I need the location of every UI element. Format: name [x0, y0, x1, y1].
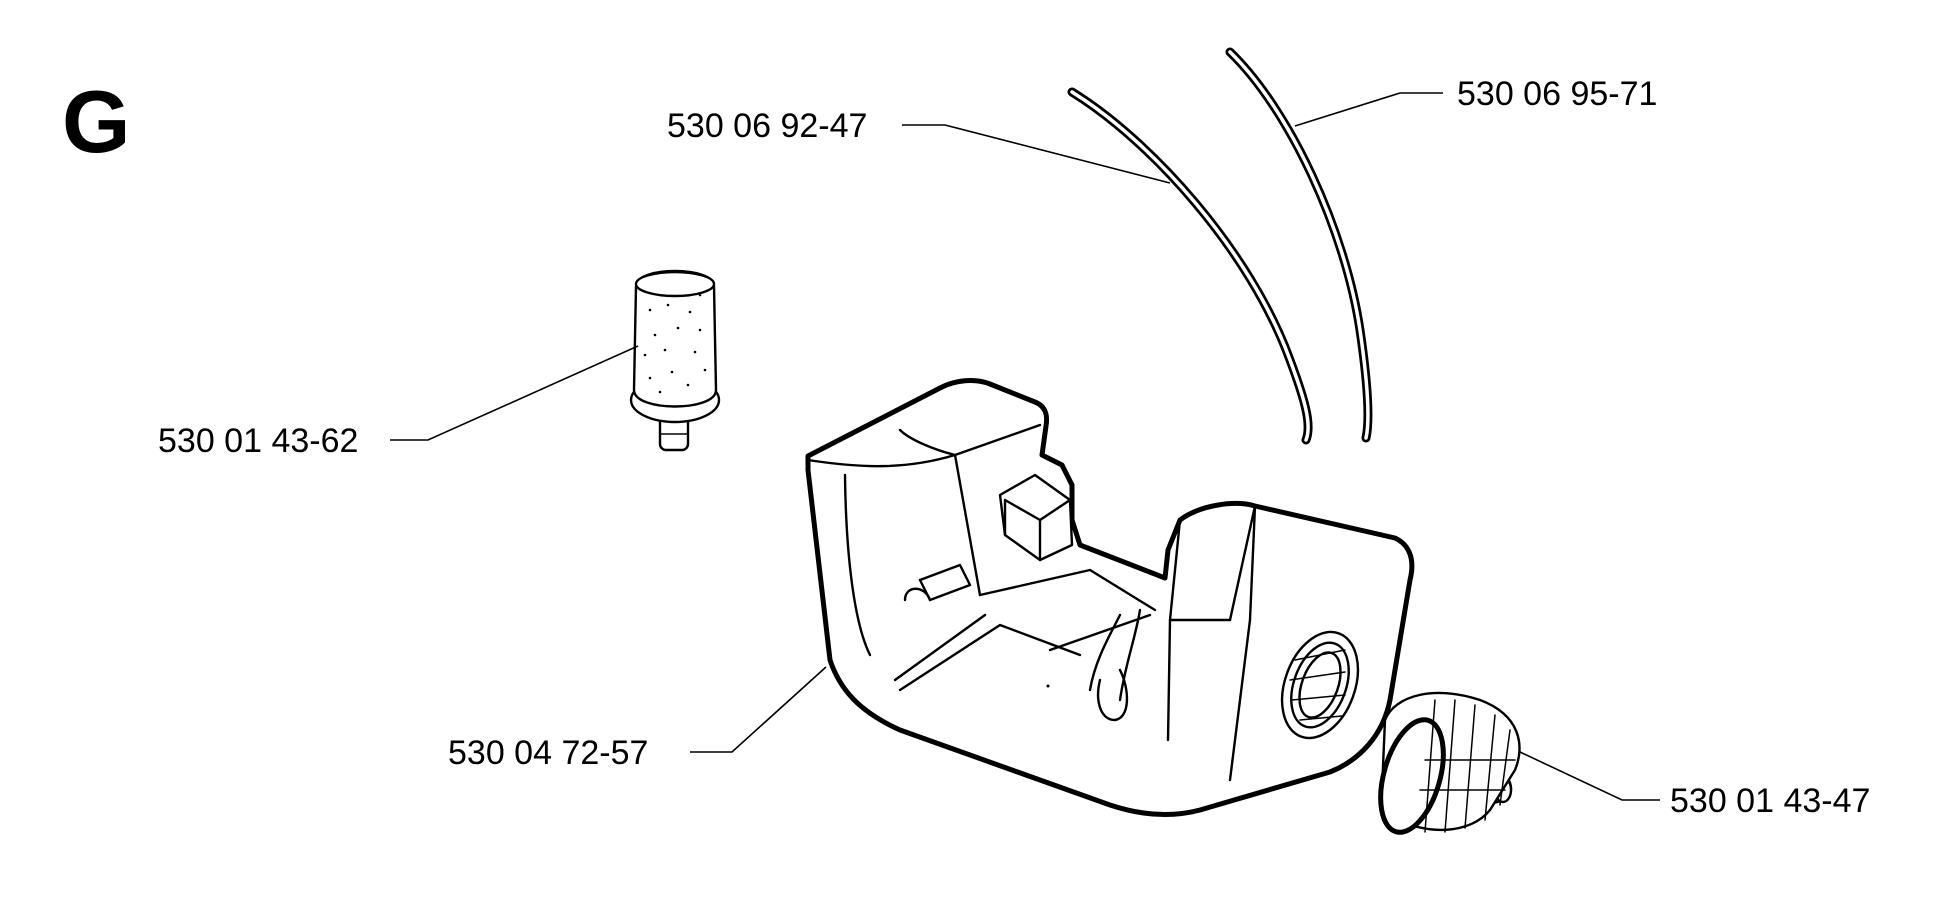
leader-line-530-01-43-47: [1519, 751, 1660, 801]
fuel-hose-large: [1067, 87, 1313, 445]
fuel-filter: [629, 269, 721, 452]
fuel-hose-small: [1225, 47, 1373, 443]
tank-cap: [1378, 691, 1521, 835]
leader-line-530-01-43-62: [390, 345, 639, 441]
oil-tank: [805, 378, 1415, 818]
leader-line-530-04-72-57: [690, 666, 827, 753]
leader-line-530-06-92-47: [902, 124, 1171, 184]
part-number-label-hose-small: 530 06 95-71: [1457, 75, 1657, 113]
section-letter: G: [62, 72, 130, 171]
part-number-label-fuel-filter: 530 01 43-62: [158, 422, 358, 460]
part-number-label-oil-tank: 530 04 72-57: [448, 734, 648, 772]
part-number-label-hose-large: 530 06 92-47: [667, 107, 867, 145]
part-number-label-tank-cap: 530 01 43-47: [1670, 782, 1870, 820]
leader-line-530-06-95-71: [1294, 92, 1443, 127]
